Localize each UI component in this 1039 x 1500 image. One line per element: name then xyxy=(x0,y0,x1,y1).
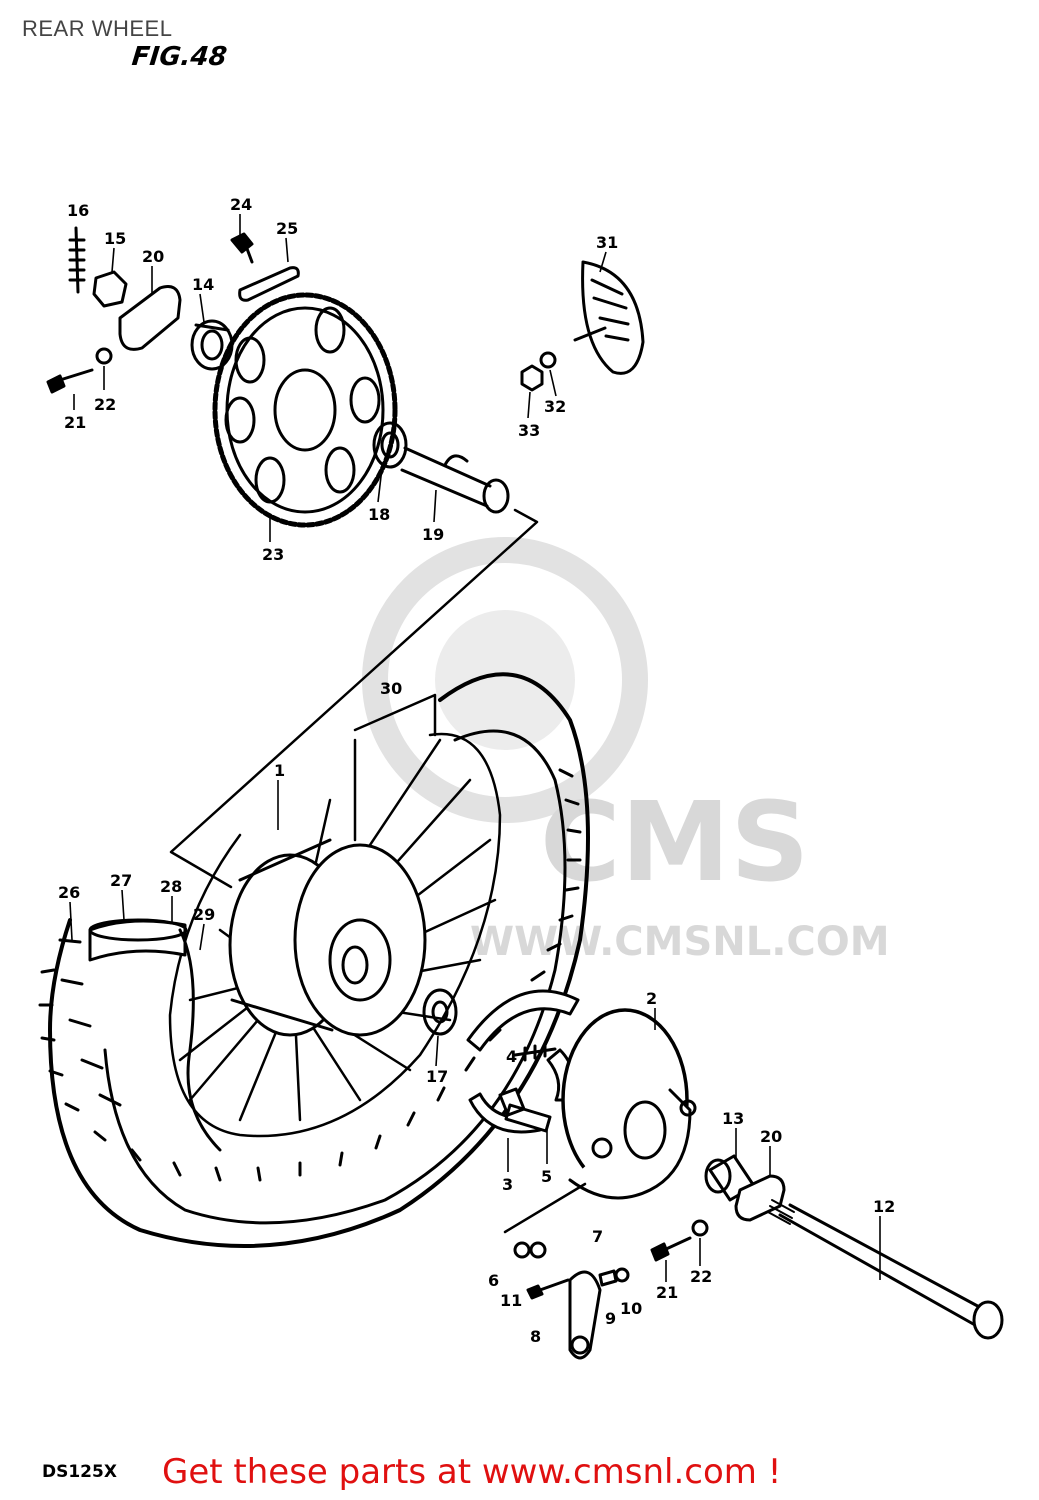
callout-leaders xyxy=(69,214,881,1282)
part-washer-32 xyxy=(539,351,557,369)
part-adjuster-bolt xyxy=(68,226,86,294)
callout-20b: 20 xyxy=(760,1127,782,1146)
part-spacer-18 xyxy=(372,421,408,469)
callout-13: 13 xyxy=(722,1109,744,1128)
callout-24: 24 xyxy=(230,195,252,214)
callout-19: 19 xyxy=(422,525,444,544)
part-cover-31 xyxy=(573,260,645,375)
assembly-leader-line-30 xyxy=(353,693,437,842)
callout-22a: 22 xyxy=(94,395,116,414)
part-washer-6 xyxy=(529,1241,547,1259)
part-brake-cam xyxy=(498,1087,552,1133)
callout-2: 2 xyxy=(646,989,657,1008)
callout-29: 29 xyxy=(193,905,215,924)
callout-5: 5 xyxy=(541,1167,552,1186)
callout-20a: 20 xyxy=(142,247,164,266)
callout-18: 18 xyxy=(368,505,390,524)
assembly-leader-line xyxy=(169,508,539,889)
promo-link[interactable]: Get these parts at www.cmsnl.com ! xyxy=(162,1452,782,1492)
part-rim-band xyxy=(88,918,188,962)
part-hub xyxy=(228,838,427,1037)
page-title: REAR WHEEL xyxy=(22,16,173,41)
part-rear-sprocket xyxy=(212,292,398,528)
callout-15: 15 xyxy=(104,229,126,248)
callout-3: 3 xyxy=(502,1175,513,1194)
model-code: DS125X xyxy=(42,1462,117,1482)
callout-32: 32 xyxy=(544,397,566,416)
callout-33: 33 xyxy=(518,421,540,440)
callout-25: 25 xyxy=(276,219,298,238)
callout-1: 1 xyxy=(274,761,285,780)
part-washer-left xyxy=(95,347,113,365)
callout-17: 17 xyxy=(426,1067,448,1086)
callout-10: 10 xyxy=(620,1299,642,1318)
callout-16: 16 xyxy=(67,201,89,220)
callout-28: 28 xyxy=(160,877,182,896)
part-bolt-9 xyxy=(598,1269,618,1287)
part-washer-10 xyxy=(614,1267,630,1283)
part-brake-panel xyxy=(561,1008,697,1200)
callout-21a: 21 xyxy=(64,413,86,432)
part-washer-right xyxy=(691,1219,709,1237)
part-chain-adjuster-right xyxy=(734,1174,786,1222)
callout-12: 12 xyxy=(873,1197,895,1216)
watermark-site: WWW.CMSNL.COM xyxy=(470,919,890,965)
part-bolt-8 xyxy=(526,1278,570,1300)
callout-7: 7 xyxy=(592,1227,603,1246)
part-bearing-14 xyxy=(190,319,234,371)
callout-26: 26 xyxy=(58,883,80,902)
part-bolt-right xyxy=(650,1236,692,1262)
part-axle-spacer-19 xyxy=(400,446,510,514)
part-brake-cam-lever xyxy=(568,1270,602,1360)
callout-21b: 21 xyxy=(656,1283,678,1302)
part-sprocket-bolt xyxy=(230,232,254,264)
callout-9: 9 xyxy=(605,1309,616,1328)
callout-4: 4 xyxy=(506,1047,517,1066)
callout-23: 23 xyxy=(262,545,284,564)
part-lock-plate xyxy=(238,266,300,302)
callout-31: 31 xyxy=(596,233,618,252)
part-spring xyxy=(513,1042,557,1062)
part-nut-33 xyxy=(520,364,544,392)
part-nut xyxy=(92,270,128,308)
callout-6: 6 xyxy=(488,1271,499,1290)
callout-11: 11 xyxy=(500,1291,522,1310)
callout-14: 14 xyxy=(192,275,214,294)
part-bolt-left xyxy=(46,368,94,394)
part-tube xyxy=(178,928,222,1152)
callout-22b: 22 xyxy=(690,1267,712,1286)
brake-lever-leader xyxy=(503,1182,587,1234)
watermark: CMS WWW.CMSNL.COM xyxy=(362,537,890,965)
callout-8: 8 xyxy=(530,1327,541,1346)
part-seal-6 xyxy=(513,1241,531,1259)
watermark-brand: CMS xyxy=(540,778,809,906)
watermark-logo-inner xyxy=(435,610,575,750)
callout-30: 30 xyxy=(380,679,402,698)
part-chain-adjuster-left xyxy=(118,285,182,351)
callout-labels: 1 2 3 4 5 6 7 8 9 10 11 12 13 14 15 16 1… xyxy=(58,195,895,1346)
parts-drawing xyxy=(38,226,1004,1360)
part-bearing-17 xyxy=(422,988,458,1036)
callout-27: 27 xyxy=(110,871,132,890)
part-rear-axle xyxy=(767,1199,1004,1340)
